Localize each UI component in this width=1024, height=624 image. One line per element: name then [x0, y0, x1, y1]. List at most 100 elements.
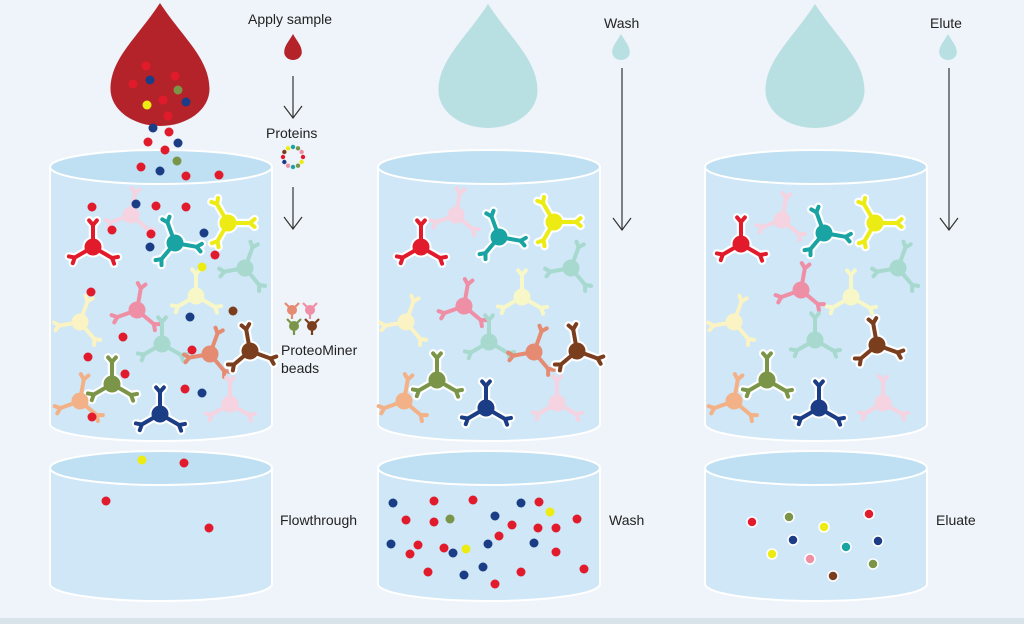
- bead-fork: [160, 315, 168, 324]
- bead-fork: [165, 214, 172, 225]
- bead-fork: [484, 379, 492, 388]
- bead-fork: [215, 328, 225, 336]
- sample-protein-dot: [173, 85, 183, 95]
- unbound-protein-dot: [185, 312, 195, 322]
- bead-core: [866, 214, 884, 232]
- bead-fork: [546, 366, 551, 377]
- eluate-protein-dot: [746, 516, 758, 528]
- bead-core: [480, 333, 498, 351]
- legend-bead: [286, 318, 302, 335]
- bead-core: [815, 224, 833, 242]
- bead-fork: [209, 239, 220, 246]
- bead-fork: [539, 326, 549, 334]
- unbound-protein-dot: [197, 262, 207, 272]
- wash-protein-dot: [490, 511, 500, 521]
- bead-core: [447, 206, 465, 224]
- bead-fork: [462, 349, 473, 355]
- unbound-protein-dot: [187, 345, 197, 355]
- wash-protein-dot: [483, 539, 493, 549]
- bead-ligand: [788, 311, 842, 359]
- legend-protein-dot: [280, 154, 286, 160]
- bead-fork: [52, 320, 62, 328]
- bead-core: [305, 305, 315, 315]
- bead-fork: [739, 215, 747, 224]
- legend-protein-dot: [290, 164, 296, 170]
- sample-protein-dot: [141, 61, 151, 71]
- bead-fork: [153, 257, 164, 263]
- column-top-rim: [704, 450, 928, 486]
- bead-fork: [411, 296, 421, 304]
- bead-core: [842, 288, 860, 306]
- unbound-protein-dot: [131, 199, 141, 209]
- bead-ligand: [457, 377, 516, 429]
- bead-core: [221, 395, 239, 413]
- bead-core: [773, 211, 791, 229]
- bead-fork: [110, 355, 118, 364]
- sample-protein-dot: [181, 97, 191, 107]
- column-body: [704, 467, 928, 602]
- legend-protein-dot: [285, 146, 291, 151]
- wash-protein-dot: [439, 543, 449, 553]
- legend-protein-dot: [285, 163, 291, 168]
- bead-core: [725, 313, 743, 331]
- bead-fork: [739, 296, 749, 304]
- wash-protein-dot: [448, 548, 458, 558]
- bead-core: [289, 321, 299, 331]
- bead-fork: [138, 282, 148, 291]
- bead-core: [84, 238, 102, 256]
- bead-fork: [802, 262, 812, 271]
- bead-ligand: [64, 216, 123, 268]
- sample-drop-icon: [284, 34, 302, 60]
- legend-protein-dot: [295, 163, 301, 168]
- bead-ligand: [706, 293, 757, 347]
- bead-fork: [571, 322, 579, 332]
- wash-protein-dot: [413, 540, 423, 550]
- bead-fork: [895, 220, 904, 229]
- bead-ligand: [738, 349, 797, 401]
- flowthrough-protein-dot: [137, 455, 147, 465]
- arrow-head: [939, 217, 959, 231]
- wash-protein-dot: [405, 549, 415, 559]
- bead-fork: [81, 373, 91, 382]
- bead-fork: [66, 254, 77, 260]
- bead-fork: [151, 322, 157, 333]
- bead-fork: [856, 410, 867, 416]
- bead-fork: [754, 223, 765, 230]
- bead-fork: [470, 227, 476, 238]
- bead-fork: [813, 311, 821, 320]
- label-proteins: Proteins: [266, 125, 318, 141]
- bead-core: [758, 371, 776, 389]
- bead-fork: [836, 417, 843, 427]
- bead-fork: [503, 417, 510, 427]
- bead-fork: [129, 393, 136, 403]
- bead-fork: [783, 192, 793, 201]
- eluate-protein-dot: [827, 570, 839, 582]
- legend-protein-dot: [295, 146, 301, 151]
- bead-fork: [213, 305, 220, 315]
- bead-fork: [862, 196, 868, 206]
- bead-fork: [133, 421, 144, 427]
- arrow-head: [612, 217, 632, 231]
- bead-fork: [574, 412, 581, 422]
- bead-core: [889, 259, 907, 277]
- bead-core: [412, 238, 430, 256]
- bead-fork: [419, 218, 427, 227]
- bead-fork: [843, 234, 852, 244]
- bead-core: [71, 392, 89, 410]
- bead-fork: [530, 410, 541, 416]
- bead-fork: [784, 389, 791, 399]
- sample-protein-dot: [158, 95, 168, 105]
- flowthrough-protein-dot: [204, 523, 214, 533]
- bead-ligand: [109, 281, 162, 333]
- wash-protein-dot: [572, 514, 582, 524]
- bead-fork: [706, 320, 716, 328]
- bead-fork: [489, 208, 496, 219]
- bead-fork: [203, 411, 214, 417]
- bead-fork: [459, 415, 470, 421]
- bead-fork: [418, 336, 423, 347]
- arrow-elute: [939, 68, 959, 231]
- bead-fork: [92, 336, 97, 347]
- bead-fork: [506, 350, 516, 358]
- collection-tube-3: [704, 450, 928, 602]
